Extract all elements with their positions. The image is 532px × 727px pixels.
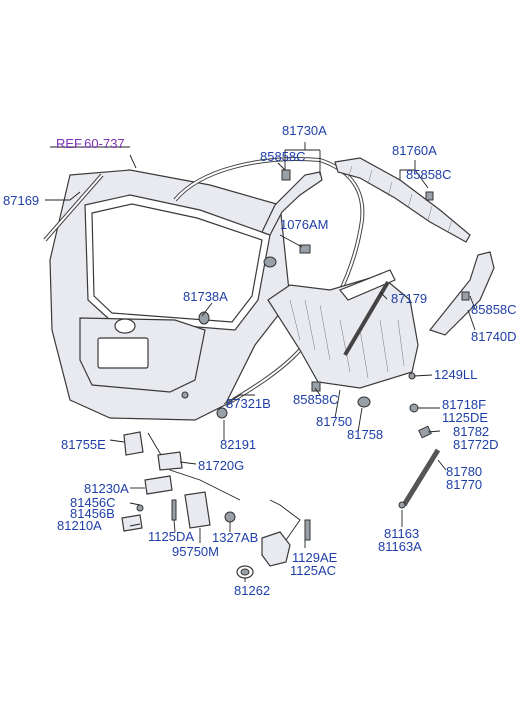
part-label-81755E[interactable]: 81755E <box>61 437 106 452</box>
part-label-81456B[interactable]: 81456B <box>70 506 115 521</box>
part-label-87321B[interactable]: 87321B <box>226 396 271 411</box>
part-label-81758[interactable]: 81758 <box>347 427 384 442</box>
part-label-81720G[interactable]: 81720G <box>198 458 245 473</box>
tailgate-panel <box>49 169 291 421</box>
part-label-85858C-b[interactable]: 85858C <box>406 167 452 182</box>
part-label-81780[interactable]: 81780 <box>446 464 483 479</box>
part-label-1249LL[interactable]: 1249LL <box>434 367 478 382</box>
part-label-81750[interactable]: 81750 <box>316 414 353 429</box>
part-label-1129AE[interactable]: 1129AE <box>292 550 338 565</box>
part-label-81760A[interactable]: 81760A <box>392 143 437 158</box>
part-label-81772D[interactable]: 81772D <box>453 437 499 452</box>
part-label-81163A[interactable]: 81163A <box>378 539 422 554</box>
part-label-81782[interactable]: 81782 <box>453 424 490 439</box>
part-label-85858C-a[interactable]: 85858C <box>260 149 306 164</box>
part-label-81230A[interactable]: 81230A <box>84 481 129 496</box>
part-label-1076AM[interactable]: 1076AM <box>280 217 329 232</box>
part-label-81770[interactable]: 81770 <box>446 477 483 492</box>
part-label-81456C[interactable]: 81456C <box>70 495 116 510</box>
part-label-81730A[interactable]: 81730A <box>282 123 327 138</box>
part-label-1125DE[interactable]: 1125DE <box>442 410 489 425</box>
part-label-81262[interactable]: 81262 <box>234 583 271 598</box>
part-label-1125AC[interactable]: 1125AC <box>290 563 337 578</box>
part-label-95750M[interactable]: 95750M <box>172 544 219 559</box>
ref-label[interactable]: REF.60-737 <box>56 136 125 151</box>
part-label-1327AB[interactable]: 1327AB <box>212 530 259 545</box>
weatherstrip <box>173 157 365 407</box>
part-label-82191[interactable]: 82191 <box>220 437 257 452</box>
part-label-85858C-d[interactable]: 85858C <box>293 392 339 407</box>
part-label-85858C-c[interactable]: 85858C <box>471 302 517 317</box>
part-label-1125DA[interactable]: 1125DA <box>148 529 195 544</box>
part-label-87179[interactable]: 87179 <box>391 291 428 306</box>
part-label-81718F[interactable]: 81718F <box>442 397 487 412</box>
part-label-81163[interactable]: 81163 <box>384 526 420 541</box>
part-label-81740D[interactable]: 81740D <box>471 329 517 344</box>
part-label-87169[interactable]: 87169 <box>3 193 40 208</box>
part-label-81210A[interactable]: 81210A <box>57 518 102 533</box>
part-label-81738A[interactable]: 81738A <box>183 289 228 304</box>
